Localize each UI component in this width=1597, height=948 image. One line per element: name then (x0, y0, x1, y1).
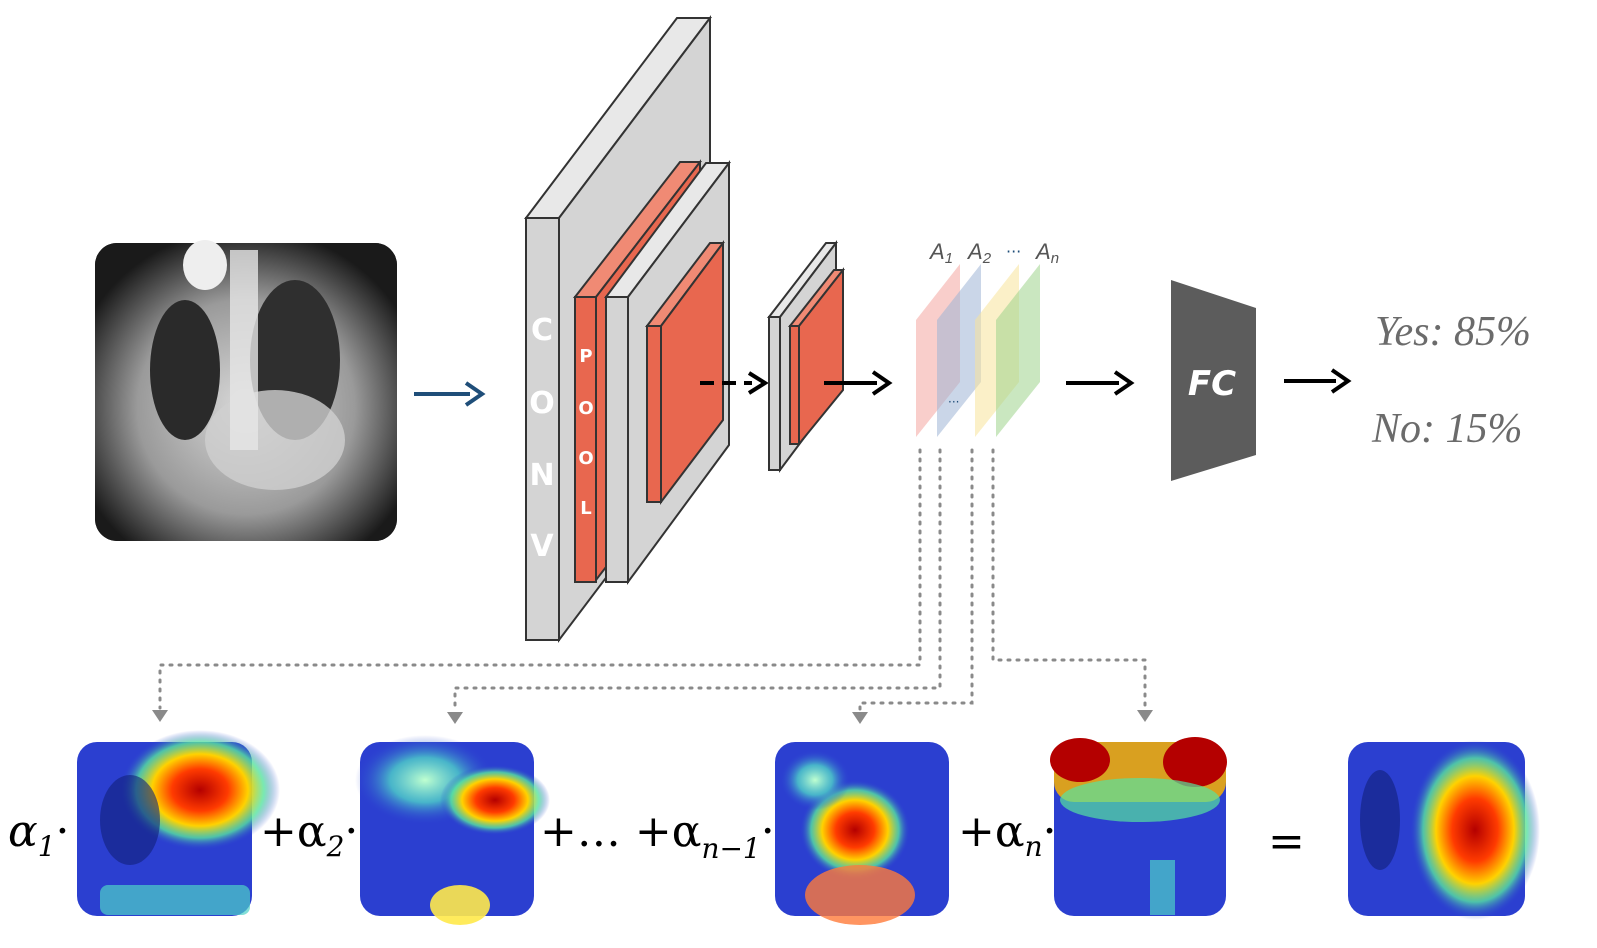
heatmap-result (1348, 740, 1540, 920)
conv-letter-v: V (530, 529, 554, 564)
small-pool-block (787, 267, 846, 447)
connector-an (991, 448, 1147, 710)
dashed-arrow (700, 371, 769, 395)
dotted-connectors (158, 448, 1147, 714)
pool-layer-block-2 (644, 239, 725, 505)
heatmap-1 (77, 730, 280, 916)
arrow-to-activations (824, 370, 893, 396)
activation-maps (916, 264, 1040, 437)
pool-letter-l: L (580, 498, 591, 519)
output-no: No: 15% (1371, 406, 1523, 452)
pool-letter-o2: O (578, 448, 593, 469)
input-arrow (414, 381, 486, 407)
equation-term-1: α1· (8, 806, 70, 863)
pool-letter-p: P (579, 346, 592, 367)
pool-letter-o1: O (578, 398, 593, 419)
heatmap-2 (355, 735, 550, 925)
connector-a1 (158, 448, 922, 710)
equation-equals: = (1268, 816, 1305, 867)
conv-letter-n: N (529, 458, 554, 493)
activation-label-an: An (1034, 239, 1059, 267)
arrow-to-fc (1066, 370, 1135, 396)
heatmap-4 (1050, 737, 1227, 916)
activation-label-a2: A2 (966, 239, 992, 267)
arrow-to-outputs (1284, 368, 1352, 394)
fc-layer-block (1171, 280, 1256, 481)
activation-label-a1: A1 (928, 239, 953, 267)
activation-map-a2 (937, 264, 981, 437)
input-xray-image (95, 240, 397, 541)
output-yes: Yes: 85% (1375, 309, 1531, 355)
conv-letter-c: C (531, 313, 553, 348)
equation-term-2: +α2· (260, 806, 358, 863)
heatmap-3 (775, 742, 949, 925)
equation-term-n1: +… +αn−1· (540, 806, 775, 865)
equation-term-n: +αn· (958, 806, 1057, 863)
connector-a2 (453, 448, 942, 714)
activation-mid-dots: ··· (948, 395, 959, 409)
activation-map-an (996, 264, 1040, 437)
activation-label-dots: ··· (1006, 242, 1021, 261)
conv-letter-o: O (529, 386, 555, 421)
connector-arrowheads (152, 710, 1153, 724)
fc-label: FC (1188, 364, 1236, 404)
connector-an1 (858, 448, 974, 714)
